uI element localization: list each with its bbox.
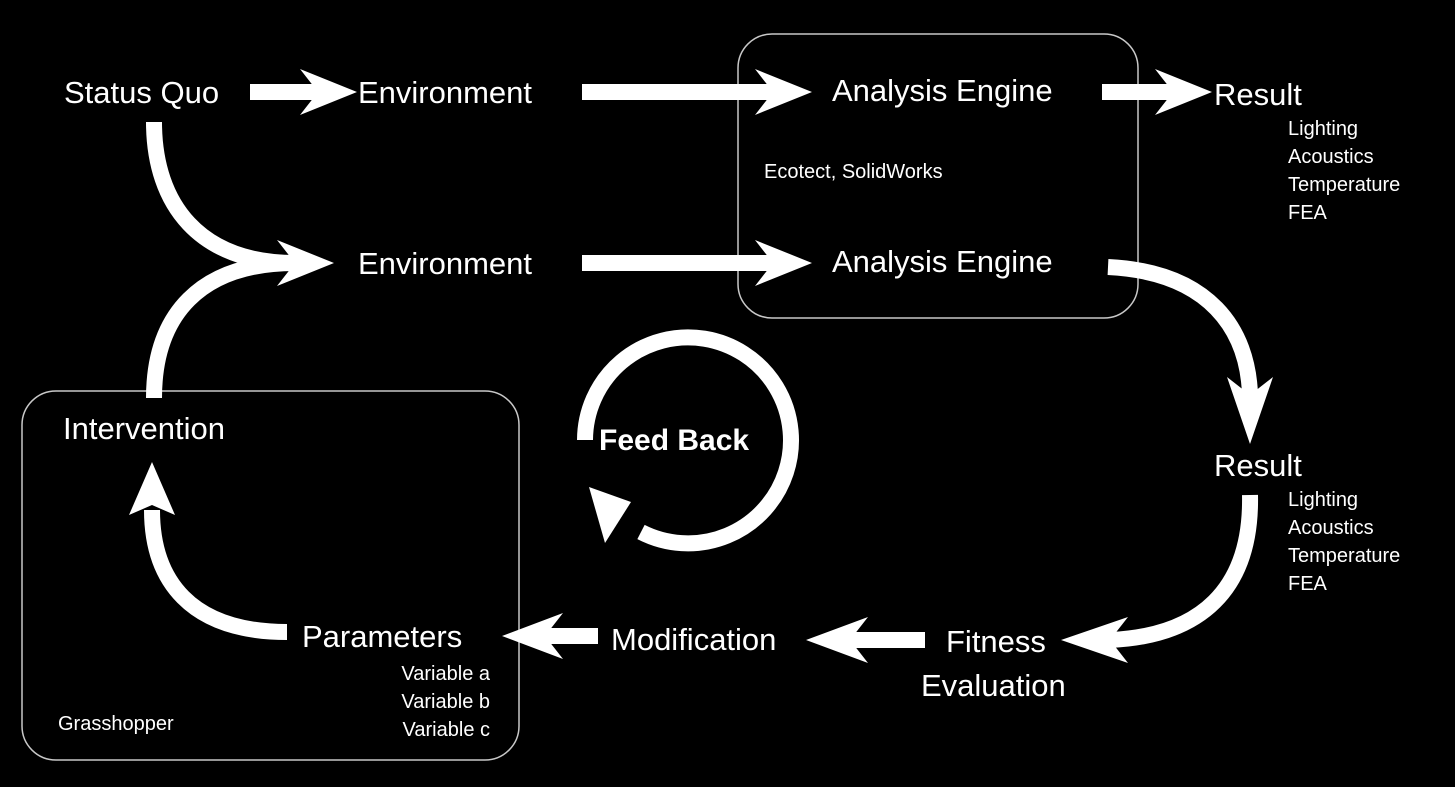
- result-mid-item: FEA: [1288, 573, 1327, 595]
- result-top-item: Acoustics: [1288, 146, 1374, 168]
- grasshopper-group-box: [21, 390, 520, 761]
- analysis-tools-label: Ecotect, SolidWorks: [764, 161, 943, 183]
- arrowhead-to-analysis-mid: [755, 240, 812, 286]
- arrow-statusquo-curve-to-environment: [146, 121, 296, 271]
- arrowhead-to-result-top: [1155, 69, 1212, 115]
- arrowhead-to-analysis-top: [755, 69, 812, 115]
- arrow-analysis-curve-to-result: [1107, 259, 1258, 396]
- arrowhead-to-result-mid: [1227, 377, 1273, 444]
- result-mid-item: Lighting: [1288, 489, 1359, 511]
- analysis-engine-mid-label: Analysis Engine: [832, 244, 1053, 279]
- parameter-variable: Variable a: [401, 663, 490, 685]
- result-top-item: Lighting: [1288, 118, 1359, 140]
- parameter-variable: Variable b: [401, 691, 490, 713]
- feedback-cycle-arrow: [577, 329, 799, 552]
- modification-label: Modification: [611, 622, 777, 657]
- result-mid-title: Result: [1214, 448, 1302, 483]
- result-top-title: Result: [1214, 77, 1302, 112]
- fitness-label: Fitness: [946, 624, 1046, 659]
- arrowhead-to-modification: [806, 617, 868, 663]
- result-top-item: Temperature: [1288, 174, 1401, 196]
- arrowhead-to-parameters: [502, 613, 563, 659]
- arrowhead-to-environment-mid: [277, 240, 334, 286]
- result-mid-item: Acoustics: [1288, 517, 1374, 539]
- arrowhead-to-intervention: [129, 462, 175, 515]
- parameters-variable-list: Variable a Variable b Variable c: [376, 660, 490, 744]
- analysis-engine-top-label: Analysis Engine: [832, 73, 1053, 108]
- result-top-list: Lighting Acoustics Temperature FEA: [1288, 115, 1400, 227]
- arrow-result-curve-to-fitness: [1109, 494, 1259, 648]
- result-mid-list: Lighting Acoustics Temperature FEA: [1288, 486, 1400, 598]
- parameters-title: Parameters: [302, 619, 463, 654]
- arrowhead-feedback: [589, 487, 631, 543]
- result-mid-item: Temperature: [1288, 545, 1401, 567]
- grasshopper-label: Grasshopper: [58, 713, 174, 735]
- status-quo-label: Status Quo: [64, 75, 220, 110]
- result-top-item: FEA: [1288, 202, 1327, 224]
- arrow-parameters-curve-to-intervention: [144, 509, 288, 640]
- arrowhead-to-environment-top: [300, 69, 357, 115]
- arrow-intervention-curve-to-environment: [146, 255, 296, 399]
- parameter-variable: Variable c: [402, 719, 490, 741]
- environment-mid-label: Environment: [358, 246, 533, 281]
- intervention-label: Intervention: [63, 411, 225, 446]
- analysis-engine-group-box: [737, 33, 1139, 319]
- environment-top-label: Environment: [358, 75, 533, 110]
- feed-back-label: Feed Back: [599, 424, 750, 457]
- arrowhead-to-fitness: [1061, 617, 1128, 663]
- evaluation-label: Evaluation: [921, 668, 1066, 703]
